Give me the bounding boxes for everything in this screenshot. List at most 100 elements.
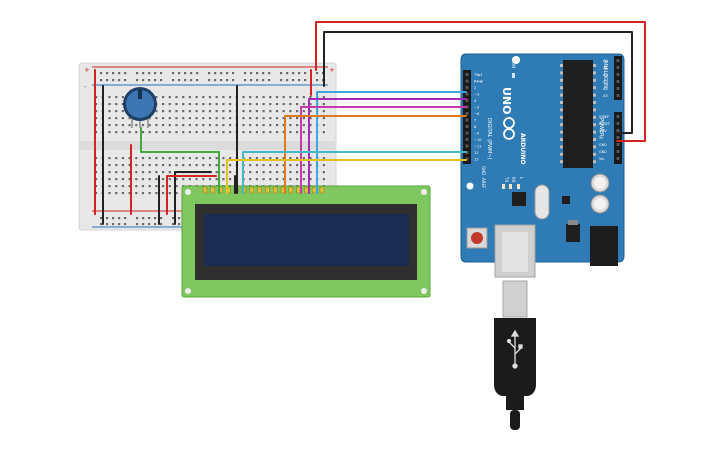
breadboard-hole (268, 72, 271, 75)
breadboard-hole (282, 103, 285, 106)
breadboard-hole (175, 103, 178, 106)
breadboard-hole (155, 185, 158, 188)
breadboard-hole (118, 217, 121, 220)
breadboard-hole (155, 178, 158, 181)
lcd-mount-hole-br (421, 288, 427, 294)
breadboard-hole (309, 103, 312, 106)
power-pin-label: GND (599, 143, 607, 147)
breadboard-hole (155, 192, 158, 195)
breadboard-hole (118, 79, 121, 82)
breadboard-hole (282, 178, 285, 181)
pot-knob-slot (138, 90, 142, 99)
breadboard-hole (302, 171, 305, 174)
power-pin-label: GND (599, 150, 607, 154)
usb-cable (494, 280, 536, 430)
breadboard-hole (242, 110, 245, 113)
breadboard-hole (255, 103, 258, 106)
breadboard-hole (135, 178, 138, 181)
wire-pot-green (140, 127, 220, 194)
breadboard-hole (108, 117, 111, 120)
digital-pin-label: ~11 (474, 145, 482, 149)
breadboard-hole (188, 96, 191, 99)
breadboard-hole (182, 103, 185, 106)
breadboard-hole (322, 96, 325, 99)
breadboard-hole (108, 178, 111, 181)
breadboard-hole (309, 110, 312, 113)
reset-button[interactable] (471, 232, 483, 244)
breadboard-hole (184, 72, 187, 75)
breadboard-hole (95, 171, 98, 174)
breadboard-hole (115, 157, 118, 160)
analog-pin-label: A2 (603, 73, 608, 77)
breadboard-hole (302, 131, 305, 134)
breadboard-hole (296, 171, 299, 174)
breadboard-hole (178, 223, 181, 226)
lcd-pin (304, 186, 309, 194)
breadboard-hole (168, 131, 171, 134)
chip-leg (593, 152, 596, 156)
breadboard-hole (195, 131, 198, 134)
breadboard-hole (195, 157, 198, 160)
breadboard-hole (175, 110, 178, 113)
breadboard-hole (208, 131, 212, 134)
breadboard-hole (195, 117, 198, 120)
breadboard-hole (302, 157, 305, 160)
breadboard-hole (302, 96, 305, 99)
breadboard-hole (124, 223, 127, 226)
model-label: UNO (500, 87, 513, 115)
header-hole (465, 125, 469, 128)
breadboard-hole (115, 103, 118, 106)
breadboard-hole (275, 131, 279, 134)
breadboard-hole (298, 79, 301, 82)
breadboard-hole (100, 72, 103, 75)
wire-5v-red (315, 21, 646, 142)
pot-knob[interactable] (126, 90, 154, 118)
breadboard-hole (184, 79, 187, 82)
breadboard-hole (296, 96, 299, 99)
breadboard-hole (124, 217, 127, 220)
breadboard-hole (302, 103, 305, 106)
wire-d-magenta (300, 106, 467, 194)
breadboard-hole (182, 131, 185, 134)
breadboard-center-channel (80, 141, 335, 150)
breadboard-hole (95, 178, 98, 181)
breadboard-hole (214, 72, 217, 75)
breadboard-hole (269, 117, 272, 120)
breadboard-hole (128, 157, 131, 160)
breadboard-hole (115, 96, 118, 99)
breadboard-hole (222, 171, 225, 174)
analog-pin-label: A5 (603, 94, 608, 98)
wire-gnd-black (323, 31, 633, 134)
breadboard-hole (182, 164, 185, 167)
chip-leg (560, 101, 563, 104)
breadboard-hole (108, 157, 111, 160)
breadboard-hole (160, 79, 163, 82)
breadboard-hole (249, 131, 252, 134)
breadboard-hole (168, 117, 171, 120)
breadboard-hole (155, 117, 158, 120)
chip-leg (560, 152, 563, 156)
breadboard-hole (115, 178, 118, 181)
potentiometer (123, 87, 157, 128)
gnd-label: GND (481, 166, 486, 175)
breadboard-hole (316, 72, 319, 75)
breadboard-hole (242, 124, 245, 127)
breadboard-hole (121, 103, 124, 106)
header-hole (616, 66, 620, 69)
breadboard-hole (136, 223, 139, 226)
chip-leg (560, 93, 563, 97)
header-hole (616, 143, 620, 146)
breadboard-hole (202, 103, 205, 106)
breadboard-hole (182, 117, 185, 120)
analog-pin-label: A1 (603, 66, 608, 70)
breadboard-hole (141, 157, 145, 160)
brand-label: ARDUINO (519, 133, 526, 164)
breadboard-hole (316, 79, 319, 82)
breadboard-hole (242, 117, 245, 120)
breadboard-hole (148, 124, 151, 127)
breadboard-hole (128, 131, 131, 134)
breadboard-hole (195, 103, 198, 106)
breadboard-hole (95, 103, 98, 106)
breadboard-hole (142, 79, 145, 82)
breadboard-hole (275, 124, 279, 127)
